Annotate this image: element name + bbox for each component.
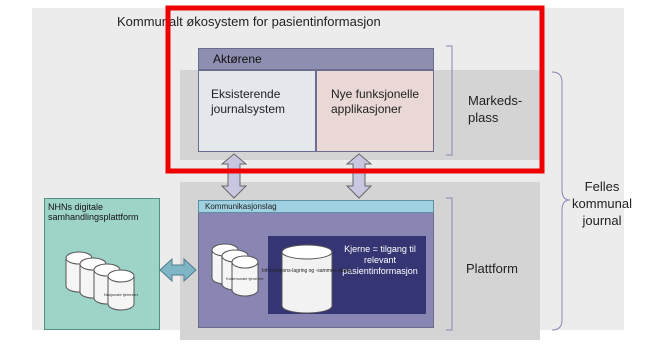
double-arrow-left <box>220 153 248 199</box>
felles-brace <box>551 71 571 331</box>
marketplace-label: Markeds-plass <box>468 93 523 125</box>
actor-existing-journal: Eksisterende journalsystem <box>198 70 316 152</box>
actors-header: Aktørene <box>198 48 434 70</box>
nhn-title: NHNs digitale samhandlingsplattform <box>48 202 139 222</box>
actor-new-apps-label: Nye funksjonelle applikasjoner <box>331 87 420 116</box>
actors-header-label: Aktørene <box>213 52 262 66</box>
core-db-label: Informasjons-lagring og -sammen-stilling <box>262 268 352 274</box>
communication-layer-label: Kommunikasjonslag <box>205 202 277 211</box>
felles-journal-label: Felles kommunal journal <box>572 179 632 228</box>
marketplace-brace <box>446 45 453 156</box>
nhn-db-label: Nasjonale tjenester <box>104 292 139 297</box>
highlight-frame <box>165 5 545 174</box>
platform-brace <box>446 197 453 331</box>
double-arrow-right <box>345 153 373 199</box>
core-database-icon <box>281 244 333 314</box>
diagram-title: Kommunalt økosystem for pasientinformasj… <box>117 14 381 29</box>
nhn-platform <box>44 198 160 330</box>
platform-label: Plattform <box>466 261 519 276</box>
actor-new-apps: Nye funksjonelle applikasjoner <box>316 70 434 152</box>
communication-layer: Kommunikasjonslag <box>198 200 434 213</box>
core-text: Kjerne = tilgang til relevant pasientinf… <box>342 244 418 276</box>
nhn-database-icon <box>65 251 135 311</box>
double-arrow-horizontal <box>159 257 197 283</box>
actor-existing-journal-label: Eksisterende journalsystem <box>211 87 286 116</box>
municipal-database-icon <box>211 243 259 297</box>
municipal-db-label: Kommunale tjenester <box>226 276 264 281</box>
